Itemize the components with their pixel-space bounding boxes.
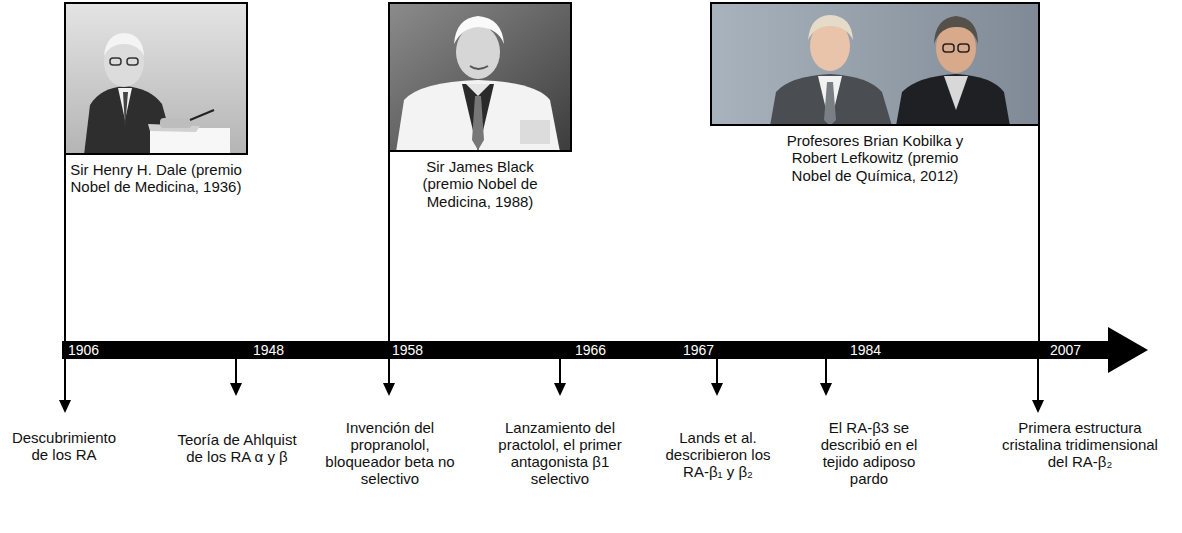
portrait-frame: Sir James Black (premio Nobel de Medicin… bbox=[388, 2, 572, 152]
timeline-bar: 1906 1948 1958 1966 1967 1984 2007 bbox=[62, 341, 1110, 359]
event-label: Primera estructura cristalina tridimensi… bbox=[992, 420, 1168, 471]
year-label: 2007 bbox=[1050, 341, 1081, 359]
event-label: El RA-β3 se describió en el tejido adipo… bbox=[804, 420, 934, 488]
timeline-arrowhead bbox=[1108, 327, 1148, 373]
portrait-photo bbox=[64, 2, 248, 155]
portrait-photo bbox=[388, 2, 572, 152]
portrait-photo bbox=[710, 2, 1040, 126]
year-label: 1966 bbox=[575, 341, 606, 359]
timeline-connector bbox=[388, 152, 390, 341]
event-pointer bbox=[59, 359, 1044, 413]
event-label: Descubrimiento de los RA bbox=[6, 430, 122, 464]
year-label: 1906 bbox=[68, 341, 99, 359]
portrait-frame: Profesores Brian Kobilka y Robert Lefkow… bbox=[710, 2, 1040, 126]
event-label: Invención del propranolol, bloqueador be… bbox=[325, 420, 455, 488]
year-label: 1958 bbox=[392, 341, 423, 359]
event-label: Lanzamiento del practolol, el primer ant… bbox=[485, 420, 635, 488]
year-label: 1984 bbox=[850, 341, 881, 359]
event-label: Teoría de Ahlquist de los RA α y β bbox=[177, 432, 297, 466]
timeline-connector bbox=[64, 155, 66, 341]
year-label: 1948 bbox=[253, 341, 284, 359]
event-label: Lands et al. describieron los RA-β₁ y β₂ bbox=[658, 430, 778, 481]
timeline-connector bbox=[1038, 126, 1040, 341]
portrait-frame: Sir Henry H. Dale (premio Nobel de Medic… bbox=[64, 2, 248, 155]
year-label: 1967 bbox=[683, 341, 714, 359]
portrait-caption: Profesores Brian Kobilka y Robert Lefkow… bbox=[770, 132, 980, 184]
portrait-caption: Sir Henry H. Dale (premio Nobel de Medic… bbox=[70, 161, 242, 196]
portrait-caption: Sir James Black (premio Nobel de Medicin… bbox=[402, 158, 558, 210]
